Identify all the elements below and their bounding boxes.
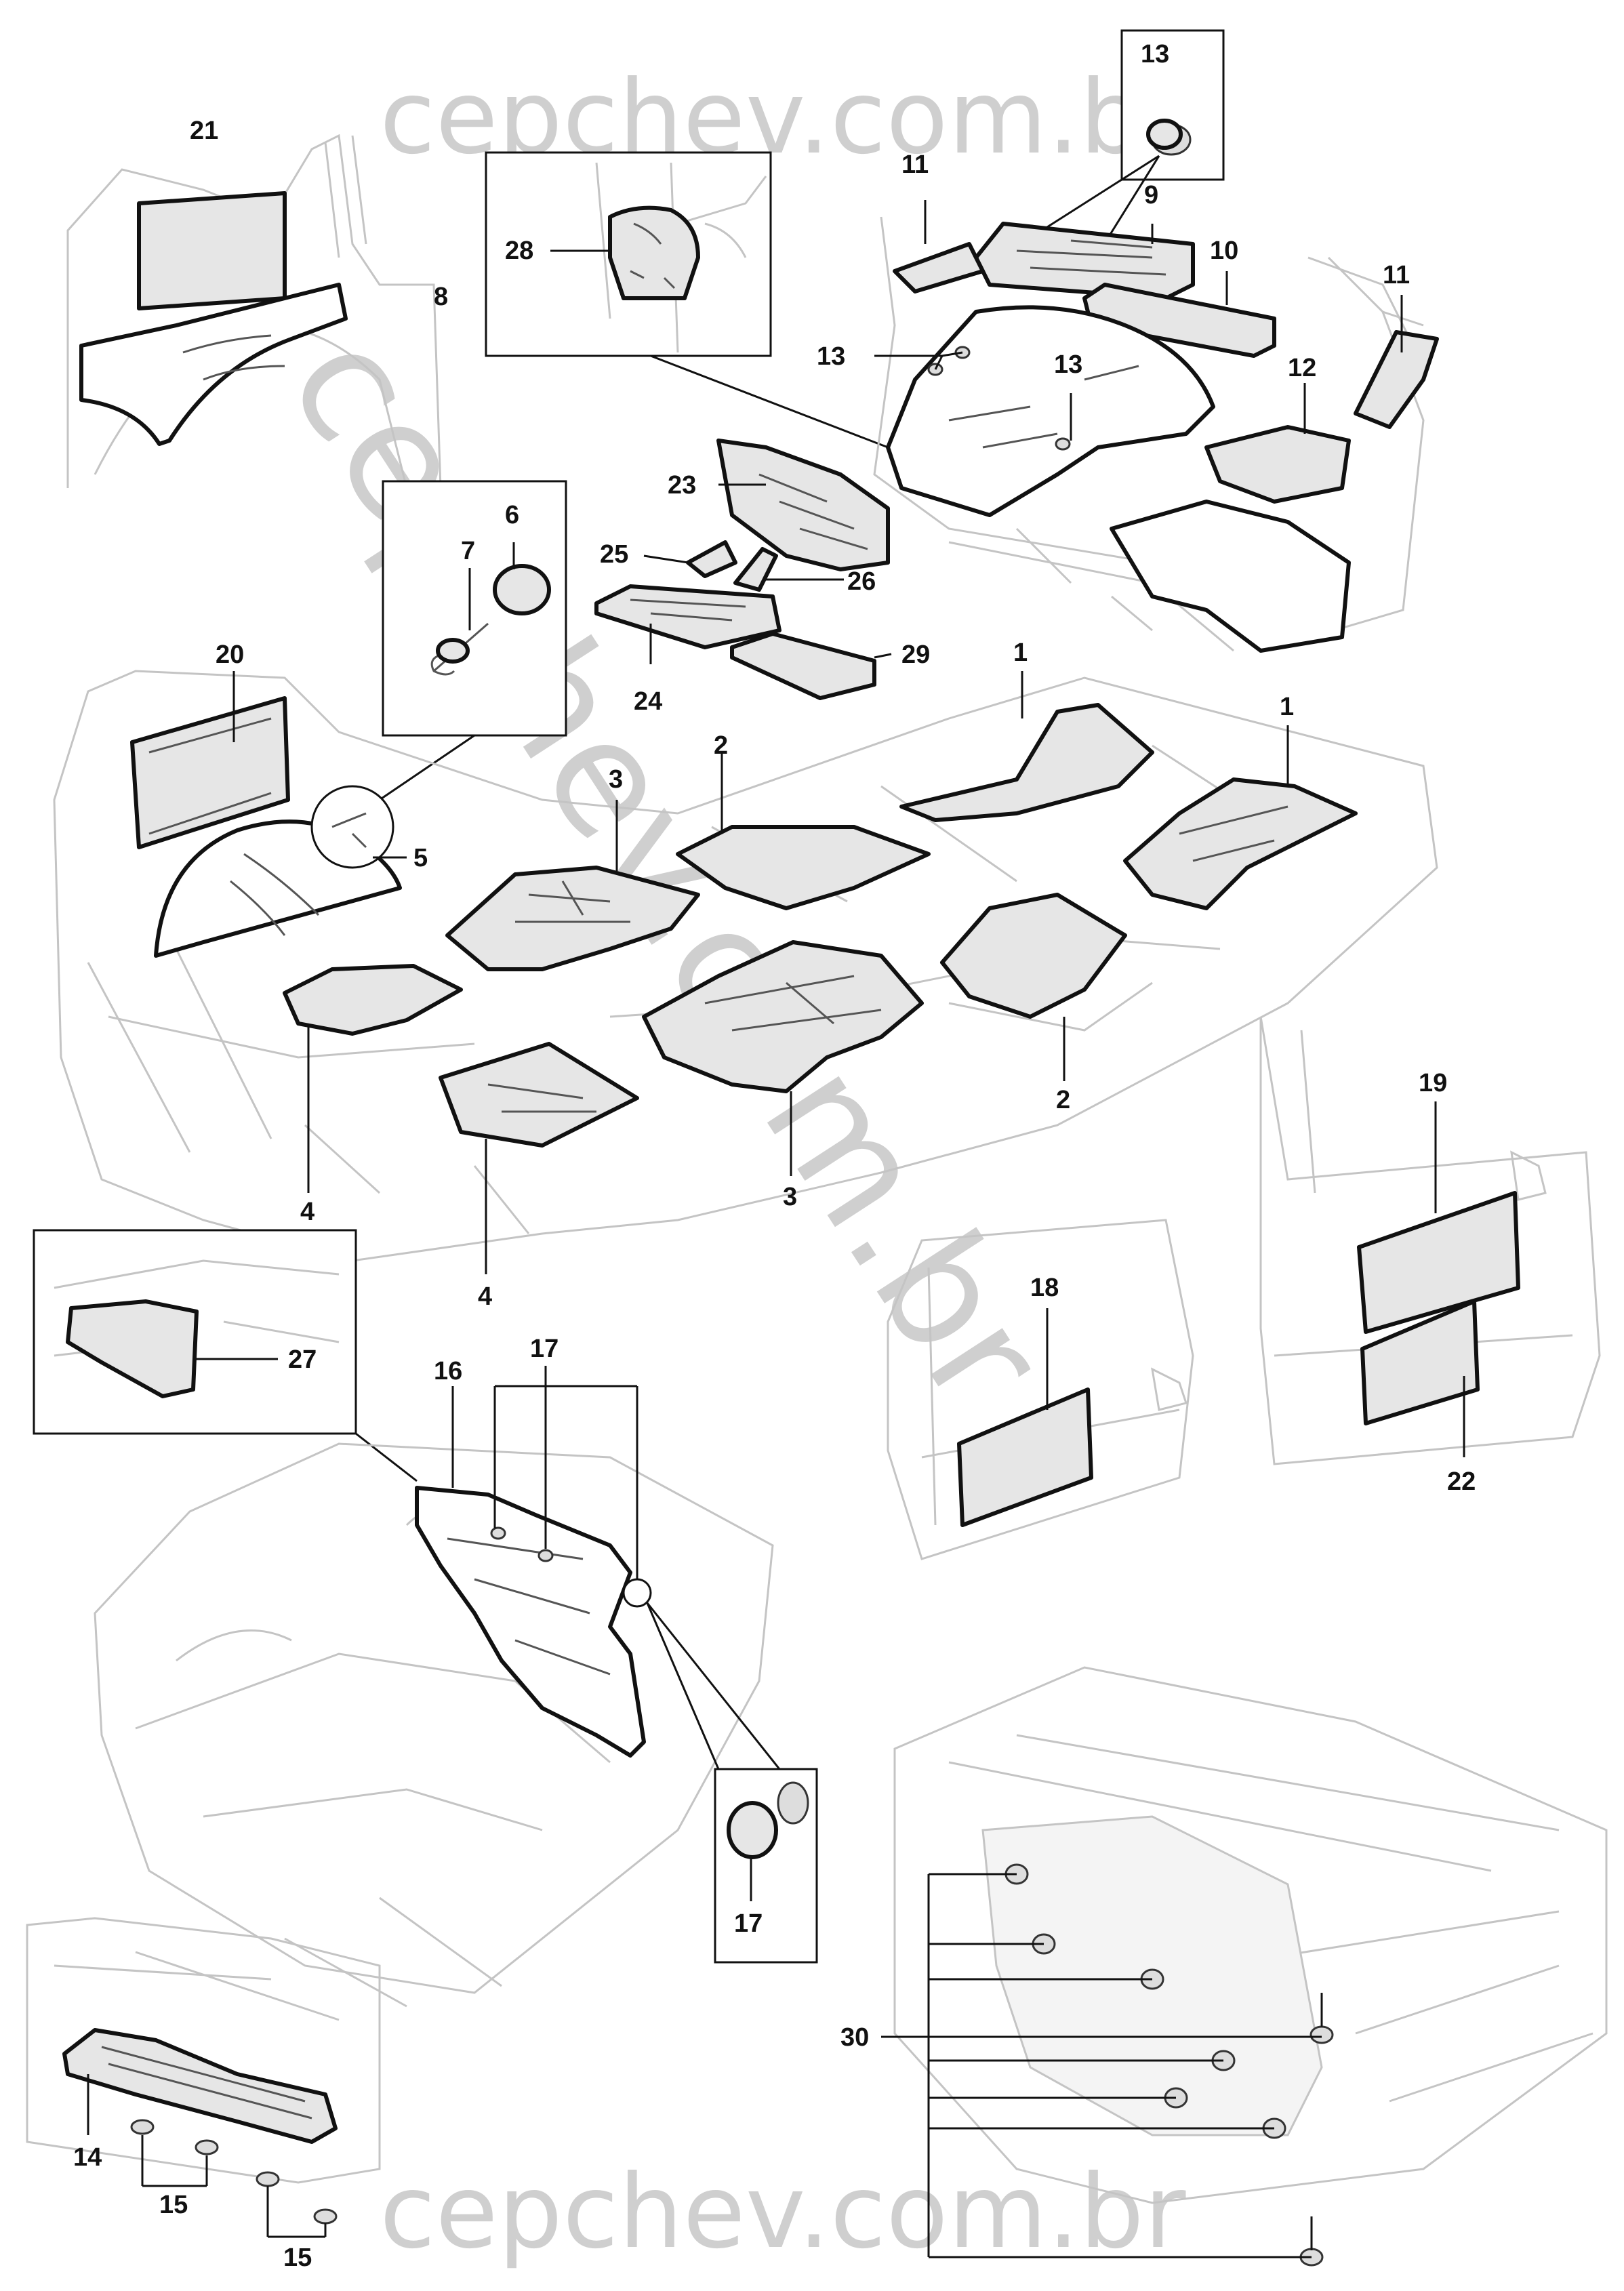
callout-17-top: 17: [530, 1335, 559, 1363]
callout-30: 30: [840, 2023, 869, 2052]
part-1-tunnel-insulator-right: [1123, 777, 1358, 910]
part-22-door-insulator: [1360, 1299, 1480, 1425]
callout-15-right: 15: [283, 2244, 312, 2272]
part-18-door-insulator: [957, 1387, 1093, 1527]
callout-5: 5: [413, 844, 428, 872]
callout-4-upper: 4: [300, 1198, 314, 1226]
front-door-view: [887, 1219, 1194, 1560]
floor-assembly-view: [53, 670, 1438, 1274]
callout-25: 25: [600, 540, 628, 569]
callout-27: 27: [288, 1345, 317, 1374]
part-11-bracket-right: [1354, 330, 1439, 429]
callout-3-upper: 3: [609, 765, 623, 794]
callout-21: 21: [190, 117, 218, 145]
callout-23: 23: [668, 471, 696, 500]
callout-13-mid: 13: [817, 342, 845, 371]
callout-18: 18: [1030, 1274, 1059, 1302]
radiator-support-view: [26, 1917, 381, 2238]
part-8-wheelhouse-insulator: [79, 283, 348, 446]
callout-14: 14: [73, 2143, 102, 2172]
watermark-bottom: cepchev.com.br: [380, 2153, 1186, 2271]
firewall-clips-view: [881, 1666, 1608, 2267]
callout-8: 8: [434, 283, 448, 311]
callout-10: 10: [1210, 237, 1238, 265]
callout-3-lower: 3: [783, 1183, 797, 1211]
callout-29: 29: [901, 641, 930, 669]
inset-6-7-view: [379, 480, 567, 801]
callout-24: 24: [634, 687, 662, 716]
part-16-dash-insulator: [415, 1486, 646, 1758]
part-29-panel: [730, 632, 876, 700]
part-12-insulator: [1204, 425, 1351, 504]
part-25-bracket: [686, 540, 737, 578]
callout-20: 20: [216, 641, 244, 669]
callout-19: 19: [1419, 1069, 1447, 1097]
part-23-panel: [716, 439, 890, 571]
part-3-floor-insulator-lower: [642, 940, 924, 1093]
rear-door-view: [1259, 1016, 1601, 1465]
callout-28: 28: [505, 237, 533, 265]
callout-2-lower: 2: [1056, 1086, 1070, 1114]
callout-12: 12: [1288, 354, 1316, 382]
callout-16: 16: [434, 1357, 462, 1385]
callout-labels: 21 8 28 13 11 9 10 11 13 13 12 23 25 26 …: [73, 40, 1476, 2272]
callout-7: 7: [461, 537, 475, 565]
part-4-floor-insulator-upper: [283, 964, 463, 1036]
callout-9: 9: [1144, 181, 1158, 209]
part-9-panel: [974, 222, 1195, 300]
rear-wheelhouse-view: [66, 134, 442, 489]
callout-17-inset: 17: [734, 1909, 763, 1938]
callout-13-top: 13: [1141, 40, 1169, 68]
callout-2-upper: 2: [714, 731, 728, 760]
inset-17-view: [714, 1768, 818, 1964]
callout-26: 26: [847, 567, 876, 596]
part-4-floor-insulator-lower: [439, 1042, 639, 1148]
part-3-floor-insulator-upper: [445, 866, 700, 971]
callout-22: 22: [1447, 1467, 1476, 1496]
callout-1-left: 1: [1013, 638, 1028, 667]
callout-1-right: 1: [1280, 693, 1294, 721]
rear-floor-view: [594, 29, 1439, 700]
rear-floor-insulator: [886, 305, 1215, 517]
callout-6: 6: [505, 501, 519, 529]
part-27-insulator: [66, 1299, 199, 1398]
part-11-bracket-left: [893, 242, 985, 293]
inset-27-view: [33, 1229, 418, 1482]
part-26-bracket: [733, 547, 778, 592]
inset-28-view: [485, 151, 889, 449]
part-28-cover: [608, 205, 700, 300]
part-21-insulator-panel: [137, 191, 287, 310]
engine-bay-view: [94, 1366, 781, 2008]
callout-11-left: 11: [901, 150, 929, 179]
part-2-floor-insulator-lower: [940, 893, 1127, 1019]
callout-4-lower: 4: [478, 1282, 492, 1311]
callout-13-center: 13: [1054, 350, 1082, 379]
part-19-door-insulator: [1357, 1191, 1520, 1334]
part-1-tunnel-insulator-left: [899, 703, 1154, 822]
part-14-undertray: [62, 2028, 338, 2144]
callout-15-left: 15: [159, 2191, 188, 2219]
part-2-floor-insulator-upper: [676, 825, 931, 910]
callout-11-right: 11: [1383, 261, 1410, 289]
